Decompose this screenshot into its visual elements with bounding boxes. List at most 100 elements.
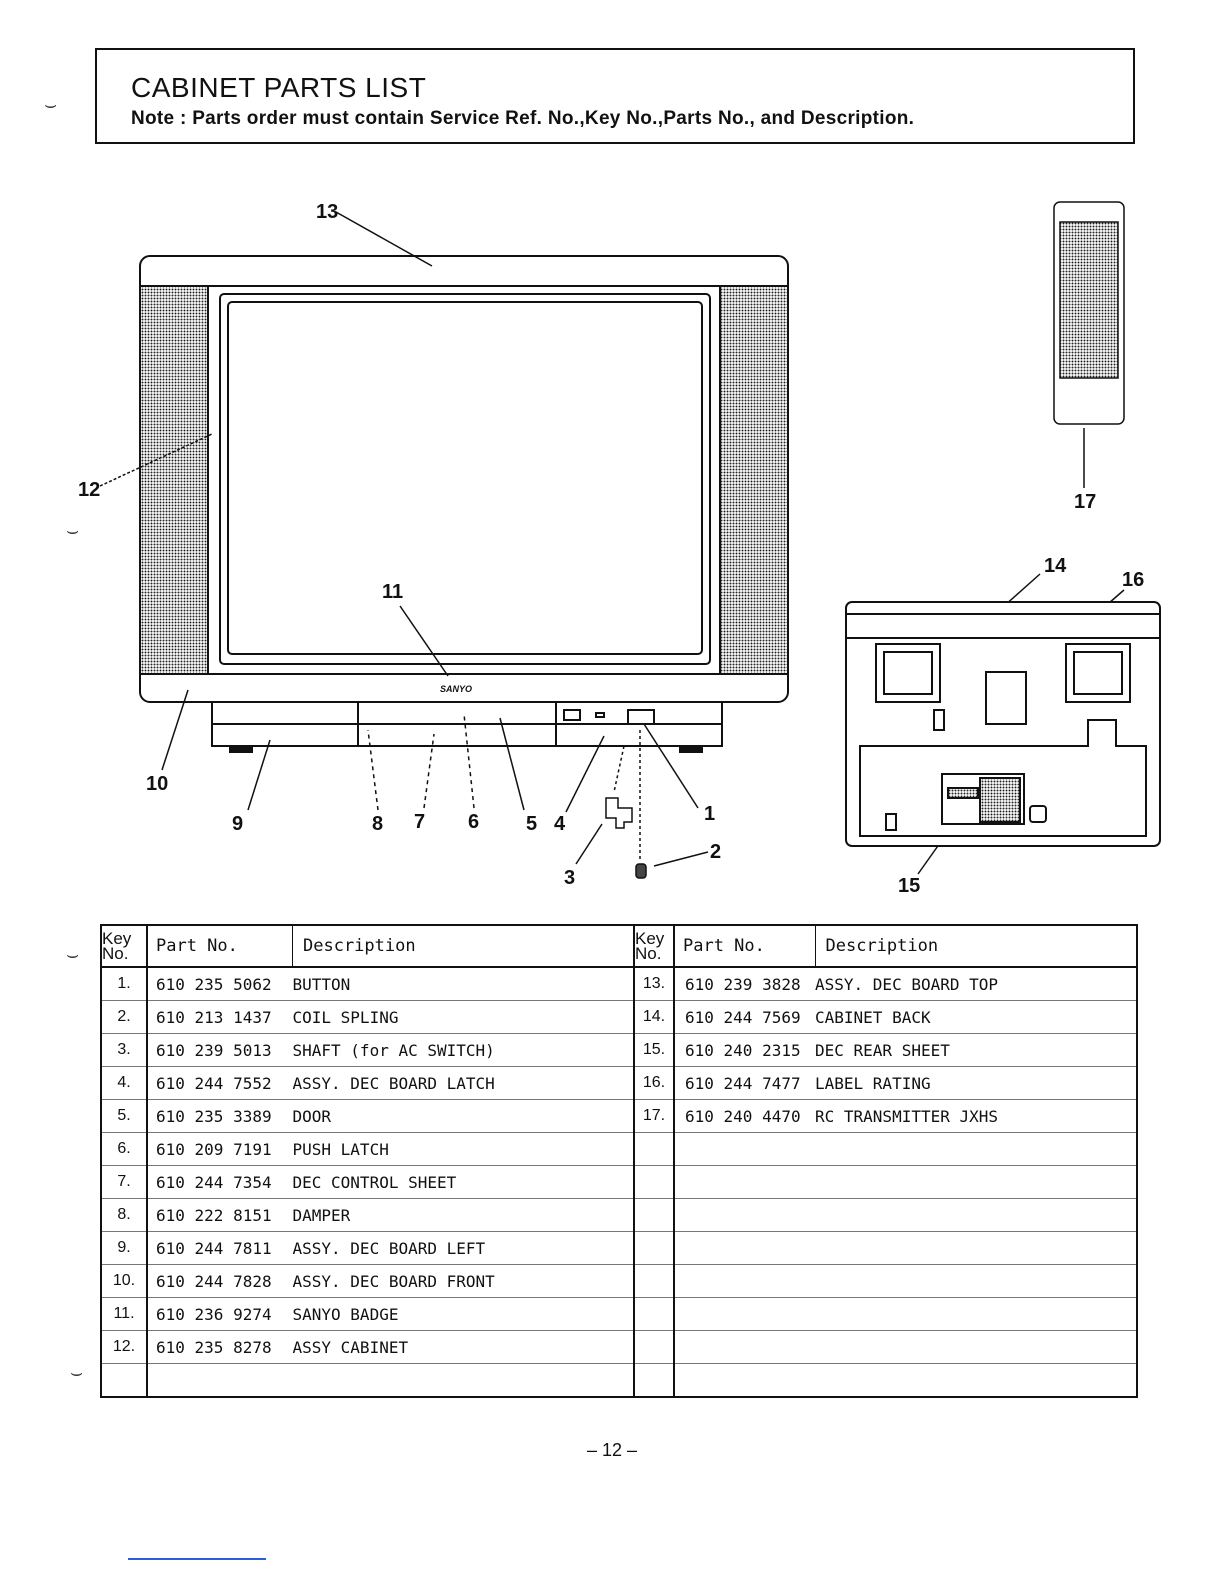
- key-no-cell: [634, 1264, 675, 1298]
- part-no-cell: 610 244 7828: [147, 1264, 293, 1298]
- margin-mark: ⌣: [44, 94, 58, 116]
- description-cell: [815, 1165, 1137, 1199]
- key-no-cell: 12.: [101, 1330, 148, 1364]
- part-no-cell: [674, 1264, 815, 1298]
- key-no-cell: 13.: [634, 967, 675, 1001]
- part-no-cell: 610 244 7811: [147, 1231, 293, 1265]
- description-cell: LABEL RATING: [815, 1066, 1137, 1100]
- callout-13: 13: [316, 201, 338, 223]
- description-cell: DEC REAR SHEET: [815, 1033, 1137, 1067]
- header-key-no: Key No.: [101, 925, 148, 968]
- callout-3: 3: [564, 867, 575, 889]
- description-cell: DOOR: [292, 1099, 635, 1133]
- key-no-cell: [634, 1330, 675, 1364]
- key-no-cell: 16.: [634, 1066, 675, 1100]
- tv-rear-drawing: [845, 601, 1161, 847]
- page-title: CABINET PARTS LIST: [131, 72, 427, 103]
- callout-10: 10: [146, 773, 168, 795]
- key-no-cell: [634, 1198, 675, 1232]
- callout-15: 15: [898, 875, 920, 897]
- key-no-cell: 2.: [101, 1000, 148, 1034]
- description-cell: DAMPER: [292, 1198, 635, 1232]
- part-no-cell: [674, 1198, 815, 1232]
- header-box: CABINET PARTS LIST Note : Parts order mu…: [95, 48, 1135, 144]
- key-no-cell: [101, 1363, 148, 1398]
- part-no-cell: 610 244 7477: [674, 1066, 815, 1100]
- description-cell: [815, 1297, 1137, 1331]
- part-no-cell: 610 235 8278: [147, 1330, 293, 1364]
- description-cell: COIL SPLING: [292, 1000, 635, 1034]
- description-cell: CABINET BACK: [815, 1000, 1137, 1034]
- callout-2: 2: [710, 841, 721, 863]
- part-no-cell: [674, 1132, 815, 1166]
- description-cell: ASSY CABINET: [292, 1330, 635, 1364]
- key-no-cell: 14.: [634, 1000, 675, 1034]
- part-no-cell: [674, 1297, 815, 1331]
- description-cell: ASSY. DEC BOARD LEFT: [292, 1231, 635, 1265]
- key-no-cell: 3.: [101, 1033, 148, 1067]
- key-no-cell: [634, 1363, 675, 1398]
- key-no-cell: [634, 1231, 675, 1265]
- callout-8: 8: [372, 813, 383, 835]
- margin-mark: ⌣: [66, 944, 80, 966]
- part-no-cell: 610 222 8151: [147, 1198, 293, 1232]
- description-cell: [815, 1363, 1137, 1398]
- description-cell: SANYO BADGE: [292, 1297, 635, 1331]
- description-cell: SHAFT (for AC SWITCH): [292, 1033, 635, 1067]
- key-no-cell: 9.: [101, 1231, 148, 1265]
- description-cell: DEC CONTROL SHEET: [292, 1165, 635, 1199]
- key-no-cell: 1.: [101, 967, 148, 1001]
- key-no-cell: 11.: [101, 1297, 148, 1331]
- callout-9: 9: [232, 813, 243, 835]
- description-cell: ASSY. DEC BOARD LATCH: [292, 1066, 635, 1100]
- callout-7: 7: [414, 811, 425, 833]
- part-no-cell: 610 236 9274: [147, 1297, 293, 1331]
- description-cell: [815, 1198, 1137, 1232]
- part-no-cell: 610 244 7569: [674, 1000, 815, 1034]
- key-no-cell: 15.: [634, 1033, 675, 1067]
- part-no-cell: 610 244 7354: [147, 1165, 293, 1199]
- margin-mark: ⌣: [66, 520, 80, 542]
- key-no-cell: [634, 1132, 675, 1166]
- key-no-cell: 10.: [101, 1264, 148, 1298]
- header-key-no: Key No.: [634, 925, 675, 968]
- callout-14: 14: [1044, 555, 1067, 577]
- part-no-cell: 610 235 3389: [147, 1099, 293, 1133]
- description-cell: [815, 1132, 1137, 1166]
- tv-front-drawing: [139, 255, 789, 753]
- callout-11: 11: [382, 581, 403, 603]
- part-no-cell: 610 244 7552: [147, 1066, 293, 1100]
- header-part-no: Part No.: [674, 925, 816, 968]
- key-no-cell: [634, 1297, 675, 1331]
- brand-label: SANYO: [440, 684, 472, 694]
- part-no-cell: 610 209 7191: [147, 1132, 293, 1166]
- callout-16: 16: [1122, 569, 1144, 591]
- callout-12: 12: [78, 479, 100, 501]
- key-no-cell: [634, 1165, 675, 1199]
- callout-1: 1: [704, 803, 715, 825]
- key-no-cell: 8.: [101, 1198, 148, 1232]
- part-no-cell: [674, 1330, 815, 1364]
- part-no-cell: [674, 1165, 815, 1199]
- part-no-cell: 610 240 2315: [674, 1033, 815, 1067]
- remote-drawing: [1053, 201, 1125, 425]
- callout-6: 6: [468, 811, 479, 833]
- callout-4: 4: [554, 813, 566, 835]
- part-no-cell: [674, 1363, 815, 1398]
- header-part-no: Part No.: [147, 925, 293, 968]
- page-number: – 12 –: [586, 1440, 638, 1460]
- order-note: Note : Parts order must contain Service …: [131, 108, 915, 129]
- table-header-row: Key No. Part No. Description Key No. Par…: [101, 925, 1137, 968]
- small-parts-drawing: [605, 797, 647, 879]
- part-no-cell: 610 213 1437: [147, 1000, 293, 1034]
- key-no-cell: 17.: [634, 1099, 675, 1133]
- parts-table: Key No. Part No. Description Key No. Par…: [100, 924, 1138, 1398]
